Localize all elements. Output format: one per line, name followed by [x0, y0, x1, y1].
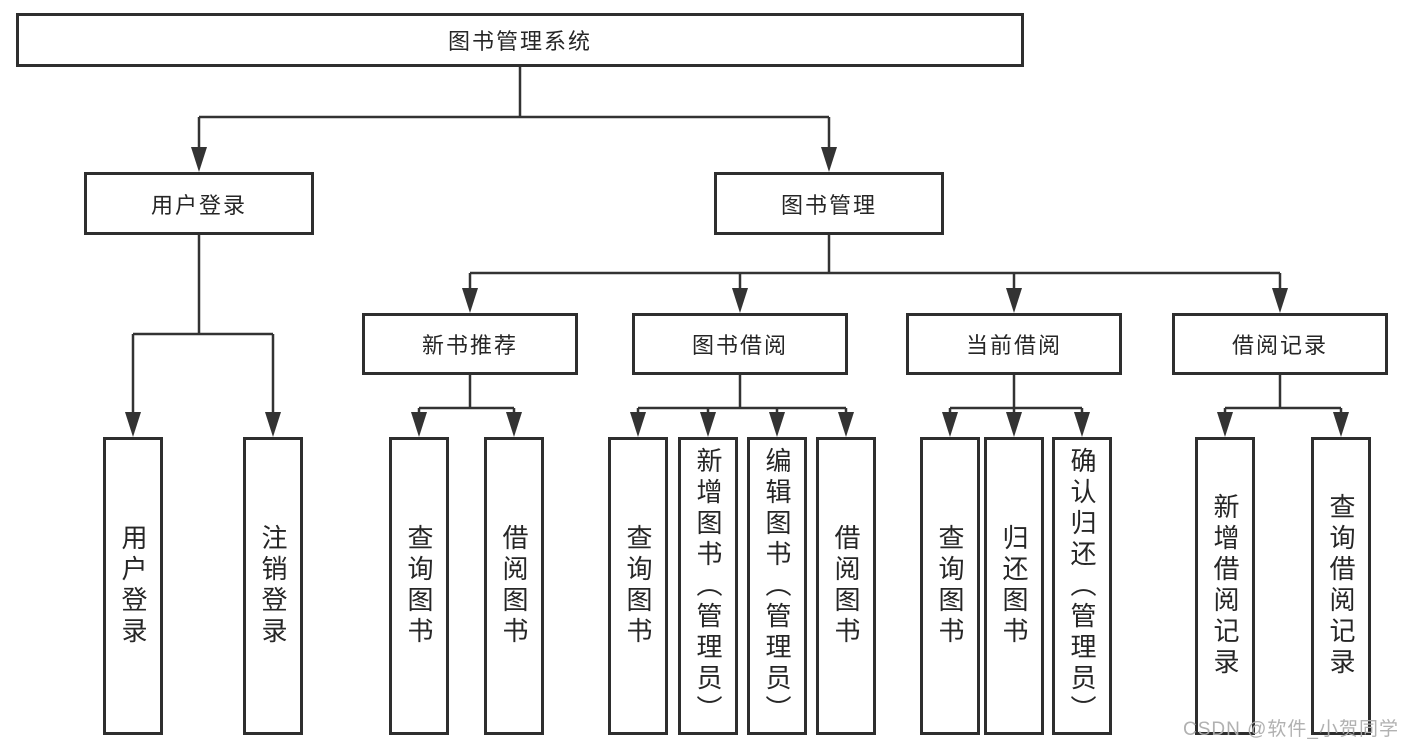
connector-book-management-children [468, 235, 1282, 289]
node-book-borrowing: 图书借阅 [632, 313, 848, 375]
node-new-book-recommendation: 新书推荐 [362, 313, 578, 375]
connector-borrowing-children [636, 375, 848, 413]
arrowheads-level2 [191, 147, 837, 172]
node-book-management-label: 图书管理 [780, 192, 877, 218]
leaf-borrow-books-recommend-label: 借阅图书 [499, 524, 529, 648]
leaf-query-books-current-label: 查询图书 [935, 524, 965, 648]
leaf-confirm-return-admin-label: 确认归还（管理员） [1067, 446, 1097, 726]
leaf-query-books-current: 查询图书 [920, 437, 980, 735]
leaf-user-login: 用户登录 [103, 437, 163, 735]
connector-recommend-children [417, 375, 516, 413]
arrowheads-level3 [462, 288, 1288, 313]
node-current-borrowing-label: 当前借阅 [965, 333, 1062, 358]
leaf-logout-label: 注销登录 [258, 524, 288, 648]
leaf-query-borrow-record-label: 查询借阅记录 [1326, 493, 1356, 679]
connector-current-children [948, 375, 1084, 413]
leaf-confirm-return-admin: 确认归还（管理员） [1052, 437, 1112, 735]
leaf-logout: 注销登录 [243, 437, 303, 735]
node-current-borrowing: 当前借阅 [906, 313, 1122, 375]
leaf-borrow-books-borrowing: 借阅图书 [816, 437, 876, 735]
leaf-return-books-label: 归还图书 [999, 524, 1029, 648]
leaf-edit-book-admin: 编辑图书（管理员） [747, 437, 807, 735]
connector-records-children [1223, 375, 1343, 413]
connector-root-to-level2 [197, 67, 831, 148]
leaf-borrow-books-recommend: 借阅图书 [484, 437, 544, 735]
node-book-management: 图书管理 [714, 172, 944, 235]
csdn-watermark: CSDN @软件_小贺同学 [1183, 719, 1399, 740]
node-borrowing-records-label: 借阅记录 [1231, 333, 1328, 358]
leaf-query-books-borrowing-label: 查询图书 [623, 524, 653, 648]
node-user-login-label: 用户登录 [150, 192, 247, 218]
node-library-system: 图书管理系统 [16, 13, 1024, 67]
node-borrowing-records: 借阅记录 [1172, 313, 1388, 375]
leaf-return-books: 归还图书 [984, 437, 1044, 735]
leaf-query-borrow-record: 查询借阅记录 [1311, 437, 1371, 735]
node-library-system-label: 图书管理系统 [447, 29, 592, 54]
leaf-add-borrow-record: 新增借阅记录 [1195, 437, 1255, 735]
node-new-book-recommendation-label: 新书推荐 [421, 333, 518, 358]
leaf-add-borrow-record-label: 新增借阅记录 [1210, 493, 1240, 679]
leaf-edit-book-admin-label: 编辑图书（管理员） [762, 446, 792, 726]
node-book-borrowing-label: 图书借阅 [691, 333, 788, 358]
leaf-user-login-label: 用户登录 [118, 524, 148, 648]
leaf-query-books-borrowing: 查询图书 [608, 437, 668, 735]
leaf-add-book-admin-label: 新增图书（管理员） [693, 446, 723, 726]
leaf-add-book-admin: 新增图书（管理员） [678, 437, 738, 735]
leaf-query-books-recommend-label: 查询图书 [404, 524, 434, 648]
arrowheads-leaves [411, 412, 1349, 437]
connector-user-login-children [131, 235, 275, 413]
arrowheads-user-login-children [125, 412, 281, 437]
leaf-query-books-recommend: 查询图书 [389, 437, 449, 735]
leaf-borrow-books-borrowing-label: 借阅图书 [831, 524, 861, 648]
node-user-login: 用户登录 [84, 172, 314, 235]
